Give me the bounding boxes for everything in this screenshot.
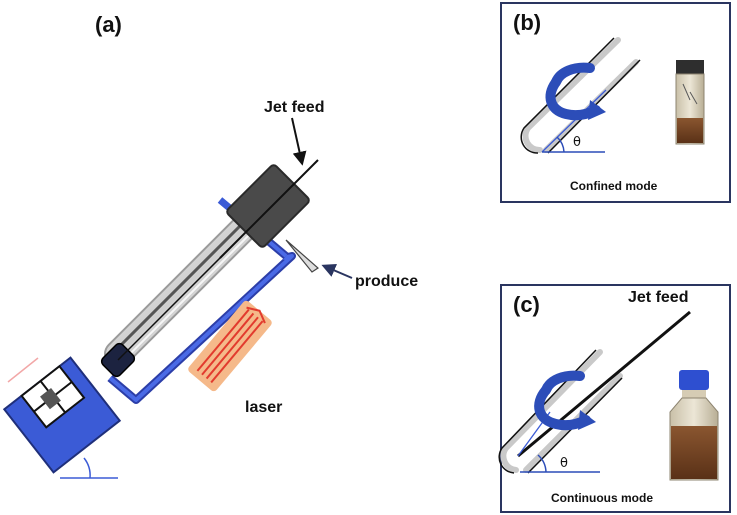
panel-a-label: (a) — [95, 12, 122, 37]
bottle-photo — [669, 370, 719, 481]
panel-b-label: (b) — [513, 10, 541, 35]
panel-a: (a) — [2, 12, 418, 479]
panel-c-label: (c) — [513, 292, 540, 317]
stray-mark — [7, 357, 39, 383]
rotation-arrow-icon — [534, 370, 596, 431]
outlet-nozzle — [285, 239, 319, 273]
panel-b-theta: θ — [573, 135, 581, 150]
panel-c-angle: θ — [520, 454, 600, 473]
top-cap — [226, 164, 310, 248]
rotation-arrow-icon — [545, 62, 606, 121]
laser-source — [188, 300, 272, 392]
panel-b-caption: Confined mode — [570, 179, 658, 193]
produce-arrow — [321, 263, 353, 279]
panel-b: (b) θ Confined mode — [500, 2, 731, 203]
panel-c-jet-feed-label: Jet feed — [628, 289, 688, 306]
panel-c-caption: Continuous mode — [551, 491, 653, 505]
jet-feed-callout: Jet feed — [264, 99, 324, 116]
vial-photo — [675, 60, 705, 145]
panel-b-angle: θ — [542, 135, 605, 153]
produce-callout: produce — [355, 273, 418, 290]
tilt-angle-indicator — [60, 457, 118, 479]
jet-feed-rod — [219, 159, 319, 259]
base-block — [2, 356, 122, 474]
reactor-tube — [104, 206, 266, 368]
panel-c-theta: θ — [560, 456, 568, 471]
laser-callout: laser — [245, 399, 282, 416]
jet-feed-arrow — [291, 117, 307, 166]
panel-c-jet-feed-rod — [517, 310, 691, 458]
inner-rod — [117, 241, 237, 361]
panel-c: (c) Jet feed θ — [498, 284, 731, 513]
